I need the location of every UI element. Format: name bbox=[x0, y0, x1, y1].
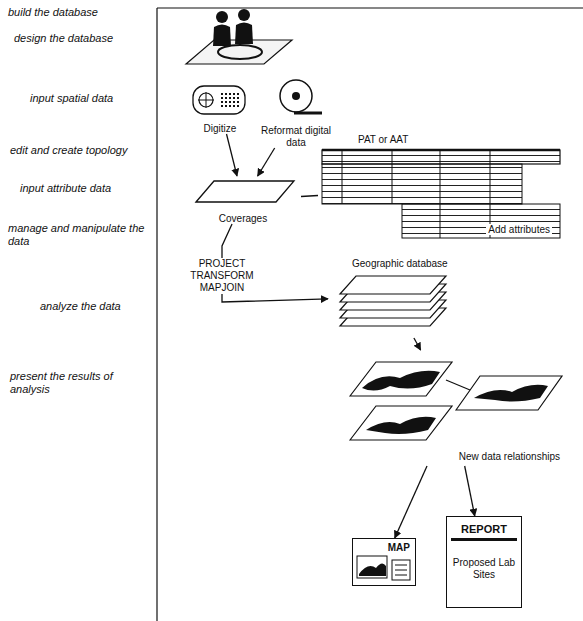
step-label: design the database bbox=[14, 32, 113, 45]
step-label: present the results of analysis bbox=[10, 370, 150, 396]
node-body: Proposed Lab Sites bbox=[451, 557, 517, 580]
coverage: Coverages bbox=[185, 176, 301, 224]
step-label: manage and manipulate the data bbox=[8, 222, 153, 248]
operation-label: PROJECT TRANSFORM MAPJOIN bbox=[187, 258, 257, 294]
reformat-tape: Reformat digital data bbox=[255, 78, 337, 148]
step-label: edit and create topology bbox=[10, 144, 127, 157]
digitizer-icon bbox=[193, 86, 245, 114]
step-label: input attribute data bbox=[20, 182, 111, 195]
flow-arrow bbox=[258, 148, 275, 176]
node-label: REPORT bbox=[451, 523, 517, 541]
report-output: REPORT Proposed Lab Sites bbox=[446, 516, 522, 608]
node-label: Coverages bbox=[185, 213, 301, 225]
attribute-table: PAT or AAT Add attributes bbox=[318, 132, 566, 244]
tape-reel-icon bbox=[280, 80, 322, 113]
node-label: Reformat digital data bbox=[255, 125, 337, 148]
frame bbox=[157, 8, 583, 621]
flow-arrow bbox=[301, 195, 318, 196]
coverage-plane bbox=[196, 181, 294, 202]
step-label: input spatial data bbox=[30, 92, 113, 105]
node-label: New data relationships bbox=[457, 451, 562, 463]
database-stack bbox=[340, 276, 446, 326]
node-body: Add attributes bbox=[486, 224, 552, 236]
flow-arrow bbox=[395, 466, 427, 538]
map-picture bbox=[357, 556, 410, 580]
digitizer: Digitize bbox=[185, 82, 255, 134]
map-output: MAP bbox=[352, 538, 416, 586]
analysis-result: New data relationships bbox=[340, 350, 566, 466]
node-label: Geographic database bbox=[352, 258, 448, 270]
node-label: PAT or AAT bbox=[358, 134, 408, 146]
flow-arrow bbox=[465, 466, 475, 516]
node-label: Digitize bbox=[185, 123, 255, 135]
design-team bbox=[186, 9, 292, 64]
node-label: MAP bbox=[388, 542, 410, 554]
step-label: analyze the data bbox=[40, 300, 121, 313]
geographic-database: Geographic database bbox=[328, 256, 454, 338]
step-label: build the database bbox=[8, 6, 98, 19]
analysis-layers bbox=[350, 362, 562, 440]
flow-arrow bbox=[414, 338, 421, 350]
flow-arrow bbox=[227, 134, 238, 176]
attribute-table bbox=[322, 150, 560, 238]
